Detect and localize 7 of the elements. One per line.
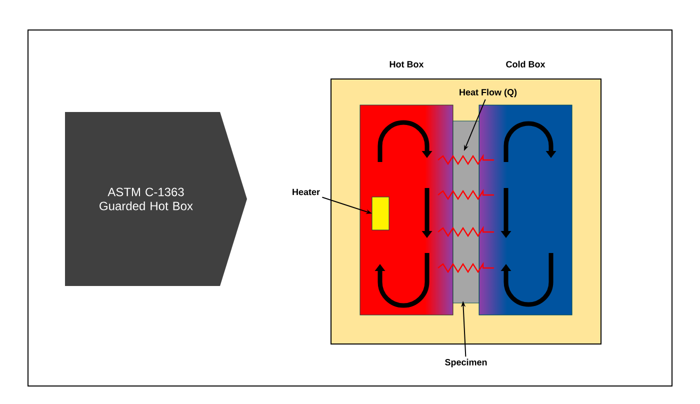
callout-label: Specimen: [445, 358, 487, 368]
callout-label: Heater: [292, 188, 320, 196]
node-label: Hot Box: [390, 61, 424, 68]
callout-label: Heat Flow (Q): [460, 88, 517, 98]
specimen-panel: [452, 120, 480, 304]
heater-element: [372, 196, 390, 230]
node-label: Cold Box: [506, 60, 546, 68]
